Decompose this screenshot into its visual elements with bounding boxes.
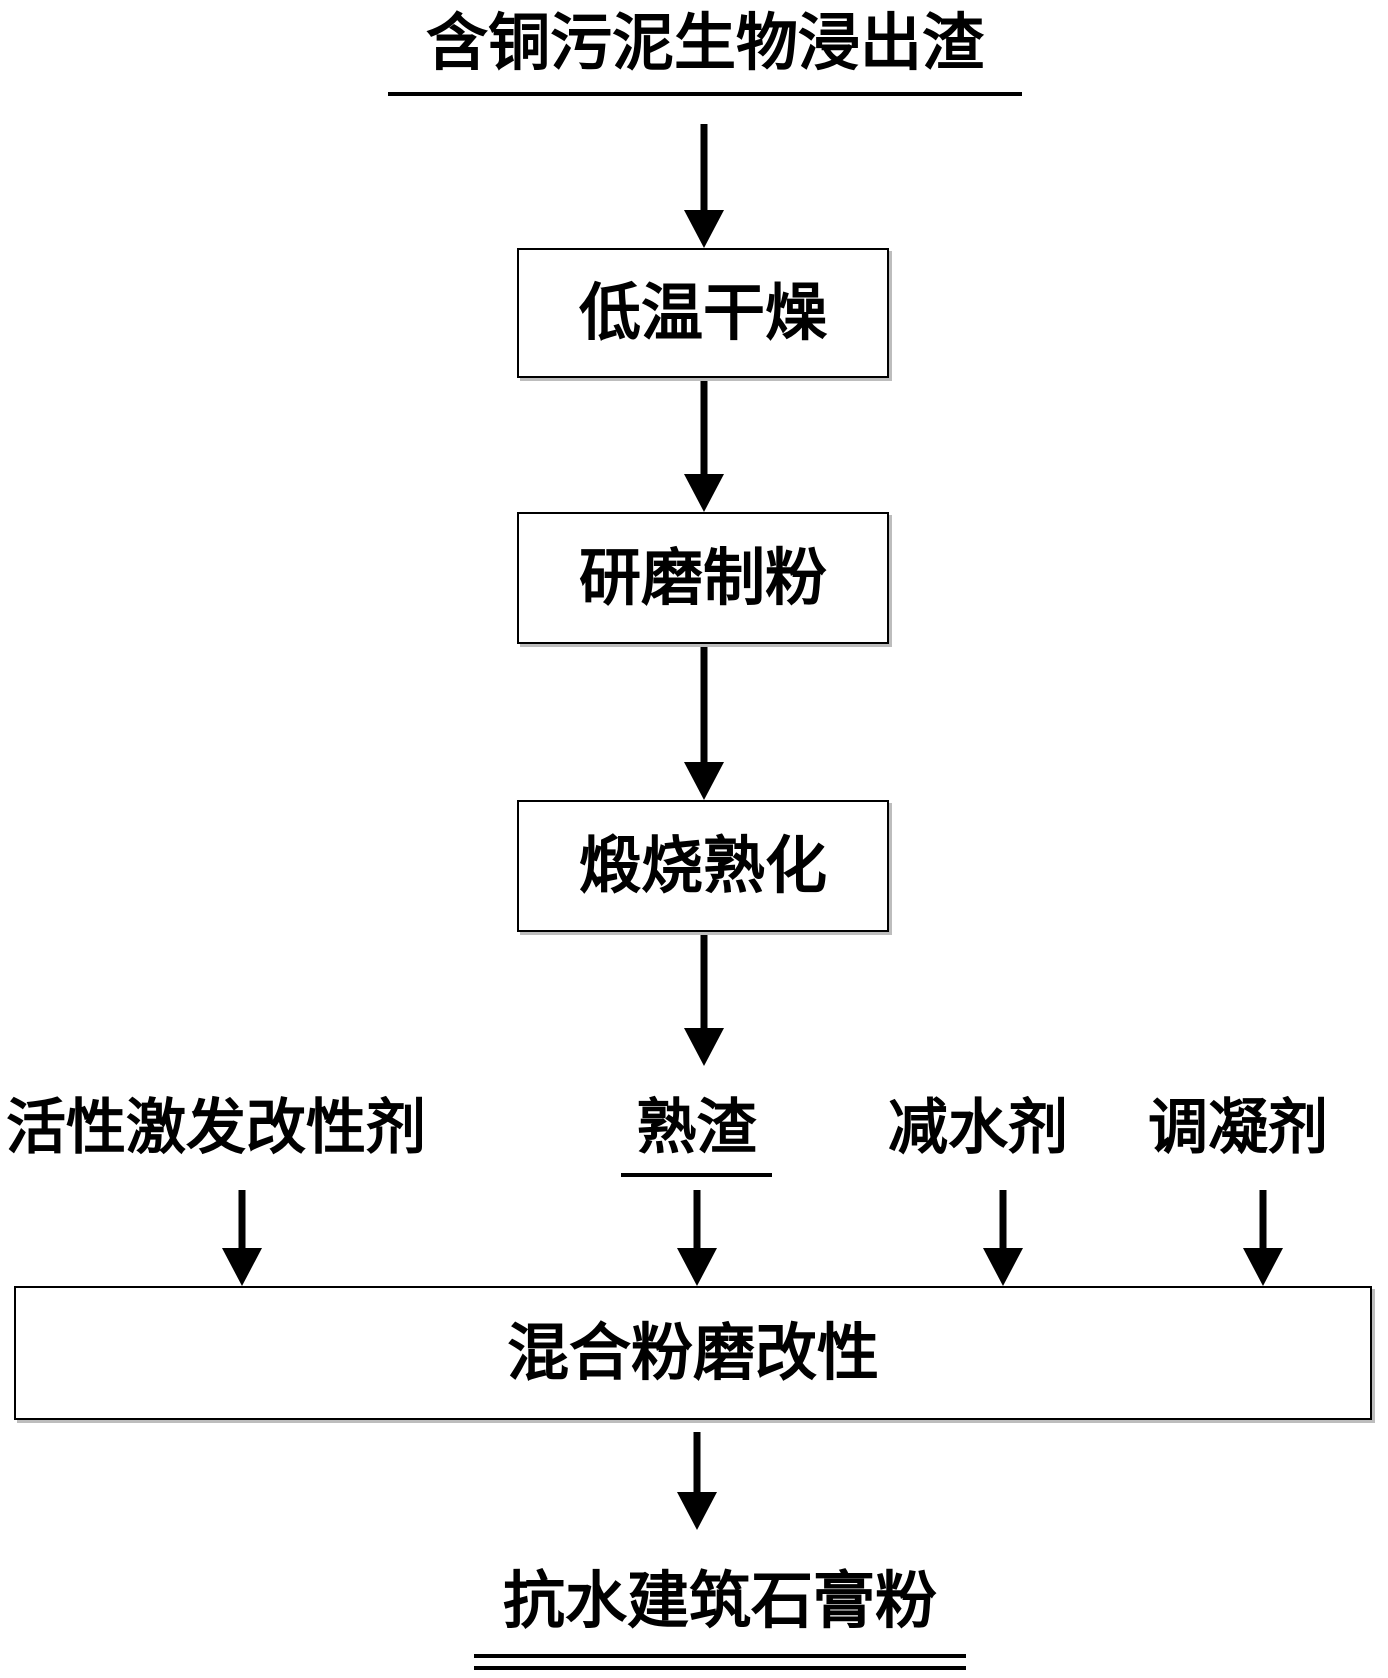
step-calcining: 煅烧熟化 xyxy=(517,800,889,932)
arrow-clinker-to-mix xyxy=(677,1190,717,1286)
arrow-retarder-to-mix xyxy=(1243,1190,1283,1286)
arrow-activator-to-mix xyxy=(222,1190,262,1286)
arrow-grinding-to-calcining xyxy=(684,644,724,800)
input-retarder: 调凝剂 xyxy=(1148,1093,1328,1163)
step-grinding: 研磨制粉 xyxy=(517,512,889,644)
input-clinker: 熟渣 xyxy=(636,1093,757,1163)
arrow-mix-to-product xyxy=(677,1432,717,1530)
step-low-temp-drying: 低温干燥 xyxy=(517,248,889,378)
step-label: 煅烧熟化 xyxy=(578,829,827,902)
input-water-reducer: 减水剂 xyxy=(888,1093,1068,1163)
arrow-reducer-to-mix xyxy=(983,1190,1023,1286)
arrow-drying-to-grinding xyxy=(684,378,724,512)
arrow-source-to-drying xyxy=(684,124,724,248)
step-label: 研磨制粉 xyxy=(578,541,827,614)
product-label: 抗水建筑石膏粉 xyxy=(502,1564,937,1637)
arrow-calcining-to-clinker xyxy=(684,932,724,1066)
source-label: 含铜污泥生物浸出渣 xyxy=(425,6,984,79)
step-mix-grinding-modification: 混合粉磨改性 xyxy=(14,1286,1372,1420)
step-label: 低温干燥 xyxy=(578,276,827,349)
step-label: 混合粉磨改性 xyxy=(506,1316,879,1389)
input-activator: 活性激发改性剂 xyxy=(6,1093,426,1163)
